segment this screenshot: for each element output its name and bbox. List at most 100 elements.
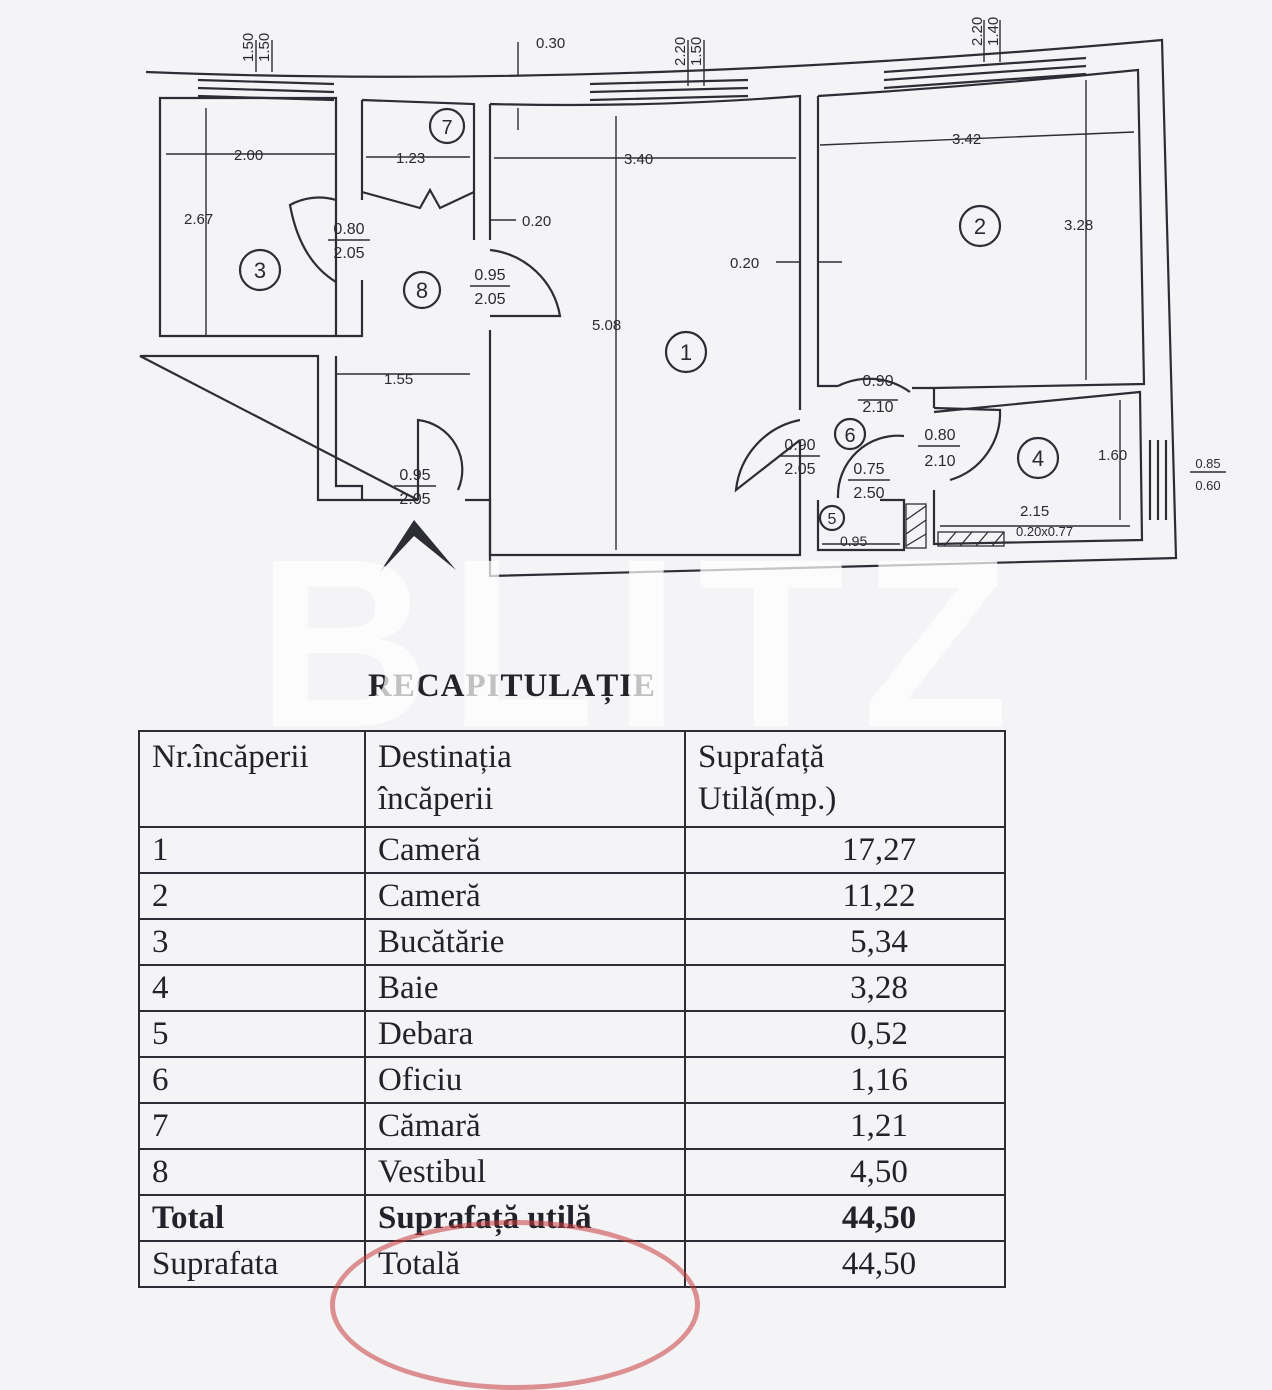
dim-label: 1.60 [1098,447,1127,464]
dim-label: 0.95 [840,533,867,549]
room-circle-7 [428,107,466,145]
door-w: 0.80 [924,427,955,444]
dim-label: 1.50 [240,33,257,62]
door-w: 0.95 [399,467,430,484]
dim-label: 0.20 [730,255,759,272]
cell-area: 1,16 [684,1056,1006,1104]
dim-label: 3.28 [1064,217,1093,234]
dim-label: 1.50 [256,33,273,62]
total2-label: Suprafata [138,1240,366,1288]
cell-dest: Bucătărie [364,918,686,966]
recap-title: RECAPITULAȚIE [368,668,657,704]
door-swing [288,196,337,283]
dim-label: 2.15 [1020,503,1049,520]
recap-table: Nr.încăperii Destinația încăperii Supraf… [138,730,1006,1288]
door-swing [489,248,562,318]
cell-nr: 8 [138,1148,366,1196]
header-area: Suprafață Utilă(mp.) [684,730,1006,828]
header-dest-line2: încăperii [378,781,494,817]
door-w: 0.75 [853,461,884,478]
door-swing [836,434,905,499]
door-h: 2.05 [333,245,364,262]
cell-dest: Cameră [364,872,686,920]
room7-wall [336,98,476,338]
dim-label: 2.67 [184,211,213,228]
dim-label: 3.40 [624,151,653,168]
cell-area: 17,27 [684,826,1006,874]
dim-label: 2.20 [969,17,986,46]
room-circle-6 [833,417,867,451]
hatch-lines [905,505,1005,547]
door-swing [416,418,464,500]
door-w: 0.80 [333,221,364,238]
dim-label: 1.50 [688,37,705,66]
cell-nr: 5 [138,1010,366,1058]
dim-label: 0.30 [536,35,565,52]
dim-label: 2.20 [672,37,689,66]
entrance-arrow-icon [380,520,456,572]
door-swing [837,377,911,393]
dim-label: 0.20 [522,213,551,230]
door-swing [734,418,801,493]
cell-nr: 1 [138,826,366,874]
room-label-7: 7 [441,117,452,139]
window-left [197,78,335,102]
cell-area: 5,34 [684,918,1006,966]
cell-area: 4,50 [684,1148,1006,1196]
total-area: 44,50 [684,1194,1006,1242]
dim-label: 1.55 [384,371,413,388]
room-circle-1 [664,330,708,374]
header-dest-line1: Destinația [378,739,512,775]
dim-label: 0.20x0.77 [1016,524,1073,539]
door-w: 0.95 [474,267,505,284]
room-label-4: 4 [1032,446,1044,471]
dim-label: 2.00 [234,147,263,164]
room-label-3: 3 [254,258,266,283]
header-nr: Nr.încăperii [138,730,366,828]
door-h: 2.10 [924,453,955,470]
total2-area: 44,50 [684,1240,1006,1288]
window-h: 0.60 [1195,478,1220,493]
duct-hatch [905,503,927,549]
room-circle-4 [1016,436,1060,480]
room-label-6: 6 [844,425,855,447]
door-w: 0.90 [862,373,893,390]
room4-wall [932,390,1144,546]
cell-area: 0,52 [684,1010,1006,1058]
dim-label: 1.40 [985,17,1002,46]
room-label-8: 8 [416,278,428,303]
room2-wall [816,68,1146,408]
cell-dest: Debara [364,1010,686,1058]
door-h: 2.05 [784,461,815,478]
cell-area: 11,22 [684,872,1006,920]
total2-dest: Totală [364,1240,686,1288]
header-area-line2: Utilă(mp.) [698,781,837,817]
window-mid [589,78,749,102]
cell-area: 1,21 [684,1102,1006,1150]
dim-label: 3.42 [952,131,981,148]
door-h: 2.50 [853,485,884,502]
outer-wall [139,38,1178,578]
cell-area: 3,28 [684,964,1006,1012]
window-w: 0.85 [1195,456,1220,471]
room-label-5: 5 [828,511,837,528]
room-circle-2 [958,204,1002,248]
duct-hatch [937,531,1005,547]
header-dest: Destinația încăperii [364,730,686,828]
room5-wall [816,498,906,552]
cell-dest: Oficiu [364,1056,686,1104]
window-bath [1148,440,1168,520]
total-dest: Suprafață utilă [364,1194,686,1242]
cell-nr: 3 [138,918,366,966]
door-h: 2.05 [474,291,505,308]
room-circle-5 [818,504,846,532]
